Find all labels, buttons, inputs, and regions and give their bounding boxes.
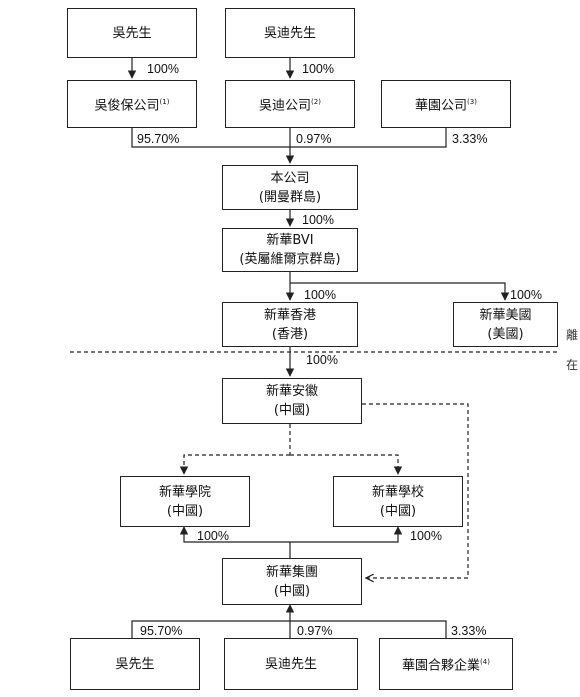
entity-xinhua-us: 新華美國 (美國) <box>453 302 558 347</box>
edge-anhui-to-group-dashed <box>362 403 469 578</box>
entity-xinhua-group: 新華集團 (中國) <box>222 558 362 605</box>
pct-hk-to-anhui: 100% <box>306 353 338 367</box>
pct-wu-mr-to-wu-jun: 100% <box>147 62 179 76</box>
entity-jurisdiction: (中國) <box>379 503 417 519</box>
pct-huayuan-to-company: 3.33% <box>452 132 488 146</box>
footnote-marker: (3) <box>467 97 477 106</box>
entity-wu-mr-bottom: 吳先生 <box>70 638 200 690</box>
entity-wu-di-bottom: 吳迪先生 <box>224 638 358 690</box>
pct-bvi-to-us: 100% <box>510 288 542 302</box>
pct-bvi-to-hk: 100% <box>304 288 336 302</box>
onshore-label: 在 <box>566 358 579 372</box>
pct-wu-di-co-to-company: 0.97% <box>296 132 332 146</box>
entity-jurisdiction: (開曼群島) <box>258 189 322 205</box>
entity-name: 新華BVI <box>266 233 314 248</box>
entity-wu-di-top: 吳迪先生 <box>225 8 355 58</box>
entity-name-with-note: 吳迪公司(2) <box>259 97 321 114</box>
pct-partnership-to-group: 3.33% <box>451 624 487 638</box>
entity-xinhua-bvi: 新華BVI (英屬維爾京群島) <box>222 228 358 272</box>
footnote-marker: (4) <box>480 657 490 666</box>
offshore-label: 離 <box>566 328 579 342</box>
entity-wu-mr-top: 吳先生 <box>67 8 197 58</box>
entity-company: 本公司 (開曼群島) <box>222 165 358 210</box>
edge-group-to-college <box>179 526 290 543</box>
entity-name: 吳先生 <box>115 656 155 672</box>
edge-anhui-to-school-dashed <box>290 454 403 475</box>
entity-name: 本公司 <box>270 170 310 186</box>
entity-name: 吳迪先生 <box>264 656 317 672</box>
entity-wu-di-company: 吳迪公司(2) <box>225 80 355 128</box>
entity-name: 新華集團 <box>265 564 318 580</box>
entity-jurisdiction: (美國) <box>487 326 524 342</box>
entity-huayuan-company: 華園公司(3) <box>381 80 511 128</box>
pct-company-to-bvi: 100% <box>302 213 334 227</box>
entity-xinhua-school: 新華學校 (中國) <box>333 476 463 527</box>
entity-name: 吳先生 <box>112 25 152 41</box>
entity-name: 新華安徽 <box>265 384 318 399</box>
edge-group-to-school <box>290 526 403 543</box>
edge-bottom-bracket <box>131 620 447 638</box>
pct-wu-mr-to-group: 95.70% <box>140 624 183 638</box>
entity-name: 新華學校 <box>371 484 424 500</box>
entity-jurisdiction: (香港) <box>271 326 309 342</box>
entity-name: 新華香港 <box>263 307 316 323</box>
entity-name: 新華美國 <box>479 307 532 323</box>
pct-group-to-school: 100% <box>410 529 442 543</box>
entity-jurisdiction: (中國) <box>273 583 311 599</box>
entity-jurisdiction: (中國) <box>166 503 204 519</box>
footnote-marker: (1) <box>159 97 170 106</box>
pct-wu-di-to-group: 0.97% <box>297 624 333 638</box>
footnote-marker: (2) <box>311 97 321 106</box>
entity-jurisdiction: (英屬維爾京群島) <box>239 252 341 267</box>
edge-anhui-to-college-dashed <box>179 454 290 475</box>
entity-name-with-note: 吳俊保公司(1) <box>94 97 170 114</box>
edge-bracket-to-company <box>131 128 447 148</box>
entity-name-with-note: 華園合夥企業(4) <box>402 657 490 674</box>
entity-name: 吳迪先生 <box>263 25 316 41</box>
entity-name-with-note: 華園公司(3) <box>415 97 477 114</box>
entity-jurisdiction: (中國) <box>273 403 311 418</box>
pct-wu-di-to-wu-di-co: 100% <box>302 62 334 76</box>
entity-xinhua-hk: 新華香港 (香港) <box>222 302 358 347</box>
entity-wu-jun-company: 吳俊保公司(1) <box>67 80 197 128</box>
entity-xinhua-anhui: 新華安徽 (中國) <box>222 378 362 424</box>
pct-group-to-college: 100% <box>197 529 229 543</box>
entity-xinhua-college: 新華學院 (中國) <box>120 476 250 527</box>
entity-name: 新華學院 <box>158 484 211 500</box>
entity-huayuan-partnership: 華園合夥企業(4) <box>379 638 513 690</box>
pct-wu-jun-to-company: 95.70% <box>137 132 180 146</box>
edge-bvi-to-us <box>290 282 510 301</box>
